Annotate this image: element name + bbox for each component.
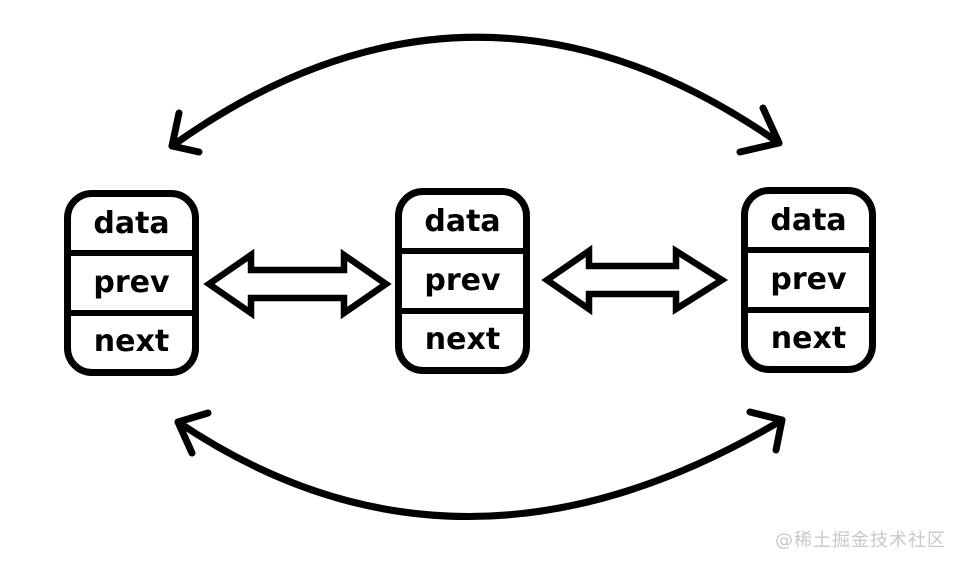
node3-field-next: next	[748, 306, 869, 366]
linked-list-node-3: data prev next	[741, 187, 876, 373]
arrowhead-right-icon	[736, 104, 783, 156]
top-circular-arrow	[168, 33, 783, 156]
watermark: @稀土掘金技术社区	[775, 530, 946, 551]
arrow-curve	[168, 33, 783, 150]
node1-field-data: data	[93, 205, 170, 241]
linked-list-node-1: data prev next	[64, 190, 199, 376]
bottom-circular-arrow	[174, 408, 786, 520]
node3-field-prev: prev	[748, 247, 869, 306]
node2-field-prev: prev	[402, 248, 523, 307]
linked-list-node-2: data prev next	[395, 188, 530, 374]
arrowhead-left-icon	[168, 109, 203, 156]
arrow-curve	[174, 416, 786, 520]
node3-field-data: data	[770, 202, 847, 238]
node1-field-next: next	[71, 309, 192, 369]
node2-field-next: next	[402, 307, 523, 367]
double-arrow-node2-node3	[541, 244, 729, 316]
node2-field-data: data	[424, 203, 501, 239]
double-arrow-node1-node2	[203, 248, 392, 320]
arrowhead-left-icon	[174, 409, 212, 457]
arrowhead-right-icon	[746, 408, 786, 454]
node1-field-prev: prev	[71, 250, 192, 309]
